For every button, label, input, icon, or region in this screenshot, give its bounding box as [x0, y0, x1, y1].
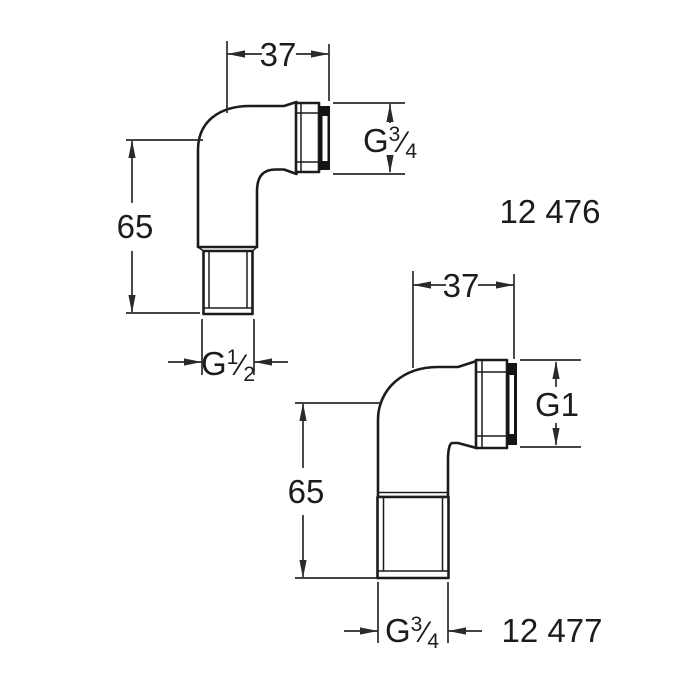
- dim-side-thread-label: G1: [535, 386, 579, 423]
- elbow-body: [196, 100, 298, 249]
- dim-arrow-icon: [311, 50, 329, 58]
- dim-height: 65: [117, 139, 203, 314]
- dim-arrow-icon: [299, 403, 307, 421]
- dim-arrow-icon: [128, 140, 136, 158]
- dim-width: 37: [412, 267, 515, 368]
- dim-height-label: 65: [117, 208, 154, 245]
- shoulder-chamfer: [197, 246, 204, 252]
- dim-arrow-icon: [552, 361, 560, 379]
- dim-arrow-icon: [496, 281, 514, 289]
- male-thread: [197, 246, 258, 316]
- drawing-12476: 37 65 G3⁄4: [117, 36, 601, 386]
- dim-height-label: 65: [288, 473, 325, 510]
- dim-arrow-icon: [413, 281, 431, 289]
- union-nut-outline: [474, 358, 509, 450]
- dim-width-label: 37: [443, 267, 480, 304]
- male-thread-outline: [376, 495, 450, 580]
- dim-arrow-icon: [448, 627, 466, 635]
- union-nut: [294, 101, 330, 174]
- part-number-label: 12 476: [500, 193, 601, 230]
- dim-width: 37: [226, 36, 330, 113]
- dim-arrow-icon: [552, 428, 560, 446]
- male-thread-outline: [202, 249, 254, 316]
- shoulder-chamfer: [252, 246, 258, 252]
- dim-arrow-icon: [227, 50, 245, 58]
- dim-bottom-thread: G3⁄4: [344, 582, 482, 653]
- dim-bottom-thread: G1⁄2: [168, 319, 288, 386]
- dim-arrow-icon: [299, 560, 307, 578]
- drawing-12477: 37 65 G1: [288, 267, 603, 653]
- dim-arrow-icon: [386, 155, 394, 173]
- dim-bottom-thread-label: G1⁄2: [201, 345, 255, 386]
- dim-arrow-icon: [360, 627, 378, 635]
- dim-arrow-icon: [128, 295, 136, 313]
- thread-band-window: [322, 116, 328, 161]
- dim-arrow-icon: [386, 104, 394, 122]
- dim-height: 65: [288, 402, 381, 579]
- male-thread: [376, 491, 450, 580]
- part-number-label: 12 477: [502, 612, 603, 649]
- dim-arrow-icon: [254, 358, 272, 366]
- thread-band-window: [509, 375, 514, 434]
- dim-bottom-thread-label: G3⁄4: [385, 612, 439, 653]
- dim-side-thread: G1: [520, 359, 581, 448]
- dim-arrow-icon: [184, 358, 202, 366]
- elbow-body: [376, 359, 478, 499]
- union-nut: [474, 358, 517, 450]
- dim-side-thread: G3⁄4: [333, 102, 417, 175]
- dim-width-label: 37: [260, 36, 297, 73]
